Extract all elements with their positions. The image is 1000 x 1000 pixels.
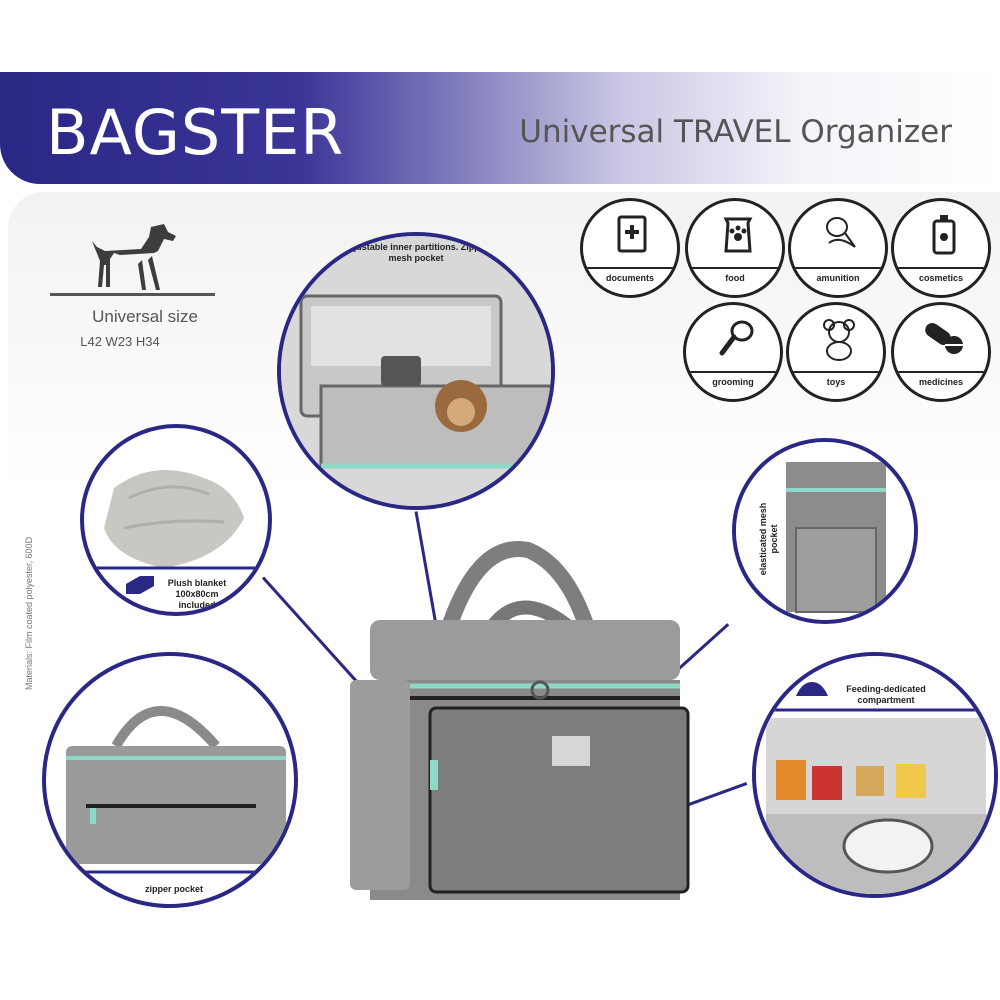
feature-feeding-circle: Feeding-dedicated compartment: [752, 652, 998, 898]
side-pocket-image: [736, 442, 914, 620]
icon-badge-amunition: amunition: [788, 198, 888, 298]
bottle-icon: [932, 215, 956, 255]
blanket-image: [84, 470, 268, 594]
feature-partitions-caption: Adjustable inner partitions. Zipped mesh…: [341, 242, 491, 263]
feature-mesh-pocket-circle: elasticated mesh pocket: [732, 438, 918, 624]
feature-blanket-caption: Plush blanket 100x80cm included: [167, 578, 227, 610]
feature-zipper-pocket-circle: zipper pocket: [42, 652, 298, 908]
brush-icon: [719, 320, 754, 356]
feature-mesh-pocket-caption: elasticated mesh pocket: [758, 502, 779, 576]
size-label: Universal size: [92, 307, 198, 326]
icon-label: documents: [605, 273, 654, 283]
feature-feeding-caption: Feeding-dedicated compartment: [846, 684, 926, 705]
leash-icon: [826, 217, 856, 248]
header-subtitle: Universal TRAVEL Organizer: [519, 114, 952, 150]
brand-title: BAGSTER: [46, 96, 345, 169]
feature-blanket-circle: Plush blanket 100x80cm included: [80, 424, 272, 616]
materials-note: Materials: Film coated polyester, 600D: [24, 536, 34, 690]
size-dims: L42 W23 H34: [80, 334, 160, 349]
icon-badge-grooming: grooming: [683, 302, 783, 402]
icon-label: food: [725, 273, 745, 283]
icon-label: cosmetics: [918, 273, 964, 283]
icon-badge-medicines: medicines: [891, 302, 991, 402]
icon-label: grooming: [712, 377, 754, 387]
open-bag-image: [281, 236, 551, 506]
icon-badge-food: food: [685, 198, 785, 298]
main-bag-image: [350, 541, 690, 900]
pills-icon: [925, 322, 963, 354]
feature-partitions-circle: Adjustable inner partitions. Zipped mesh…: [277, 232, 555, 510]
dog-icon: [92, 224, 176, 290]
icon-badge-cosmetics: cosmetics: [891, 198, 991, 298]
document-icon: [617, 215, 647, 253]
bag-side-image: [46, 706, 294, 874]
icon-label: toys: [826, 377, 846, 387]
feature-zipper-pocket-caption: zipper pocket: [144, 884, 203, 894]
icon-label: amunition: [816, 273, 860, 283]
icon-label: medicines: [918, 377, 964, 387]
icon-badge-toys: toys: [786, 302, 886, 402]
food-bag-icon: [723, 217, 753, 253]
header-banner: [0, 72, 1000, 184]
icon-badge-documents: documents: [580, 198, 680, 298]
size-divider: [50, 293, 215, 296]
teddy-bear-icon: [823, 319, 855, 361]
